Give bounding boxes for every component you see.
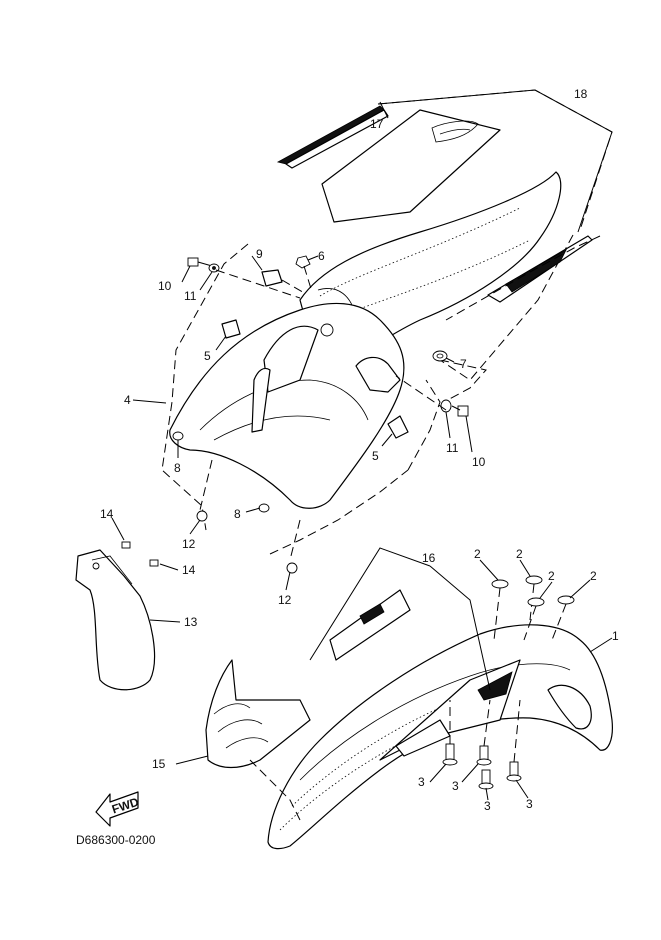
- callout-9: 9: [256, 247, 263, 261]
- fwd-label: FWD: [110, 795, 141, 817]
- callout-3: 3: [418, 775, 425, 789]
- callout-14: 14: [182, 563, 196, 577]
- callout-3: 3: [452, 779, 459, 793]
- callout-12: 12: [278, 593, 292, 607]
- callout-13: 13: [184, 615, 198, 629]
- front-fender: [175, 624, 613, 850]
- callout-5: 5: [372, 449, 379, 463]
- callout-16: 16: [422, 551, 436, 565]
- callout-10: 10: [472, 455, 486, 469]
- callout-7: 7: [460, 357, 467, 371]
- callout-labels: 1 2 2 2 2 3 3 3 3 4 5 5 6 7 8 8 9 10 10 …: [100, 87, 619, 813]
- callout-8: 8: [174, 461, 181, 475]
- callout-8: 8: [234, 507, 241, 521]
- callout-2: 2: [474, 547, 481, 561]
- callout-2: 2: [590, 569, 597, 583]
- callout-14: 14: [100, 507, 114, 521]
- callout-15: 15: [152, 757, 166, 771]
- callout-18: 18: [574, 87, 588, 101]
- screw-3-a: [442, 743, 458, 766]
- callout-2: 2: [516, 547, 523, 561]
- diagram-code: D686300-0200: [76, 833, 156, 847]
- callout-5: 5: [204, 349, 211, 363]
- screw-3-d: [506, 761, 522, 782]
- bolt-10-left: [187, 257, 213, 267]
- screw-2-c: [523, 597, 545, 641]
- forward-arrow-icon: FWD: [95, 791, 141, 827]
- decal-16-outline: [309, 547, 491, 691]
- callout-12: 12: [182, 537, 196, 551]
- callout-6: 6: [318, 249, 325, 263]
- mud-flap: [75, 517, 181, 691]
- callout-1: 1: [612, 629, 619, 643]
- callout-17: 17: [370, 117, 384, 131]
- fender-screws: [429, 559, 613, 801]
- screw-3-c: [478, 769, 494, 790]
- callout-11: 11: [446, 441, 459, 455]
- rear-fender: [169, 171, 562, 509]
- side-cover-outline: [132, 235, 601, 555]
- screw-2-a: [491, 579, 509, 641]
- hardware-items: [172, 255, 473, 591]
- callout-10: 10: [158, 279, 172, 293]
- callout-2: 2: [548, 569, 555, 583]
- callout-11: 11: [184, 289, 197, 303]
- callout-3: 3: [526, 797, 533, 811]
- callout-4: 4: [124, 393, 131, 407]
- screw-3-b: [476, 745, 492, 766]
- callout-3: 3: [484, 799, 491, 813]
- bolt-10-right: [451, 405, 469, 417]
